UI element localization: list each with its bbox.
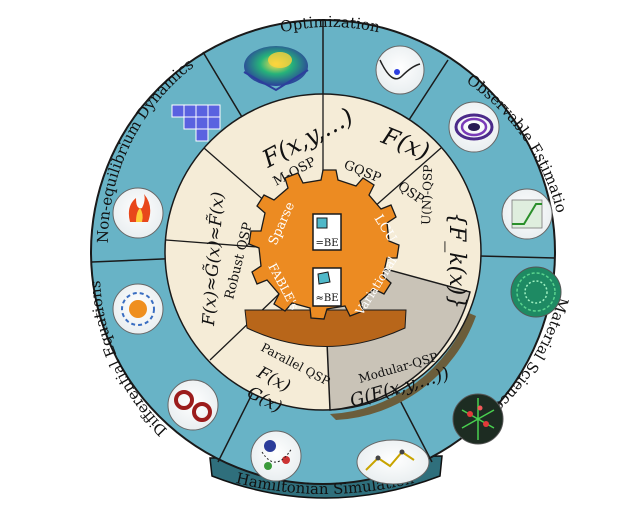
u-n-qsp-formula: {F_k(x)} [444,212,469,309]
observable-plot-icon [501,188,553,240]
differential-flow-icon [112,283,164,335]
material-lattice-icon [510,266,562,318]
u-n-qsp-label: U(N)-QSP [419,164,435,225]
material-crystal-icon [452,393,504,445]
approx-block-encoding-box: ≈BE [312,267,342,307]
exact-block-encoding-label: =BE [315,238,338,249]
hamiltonian-chain-icon [356,439,430,485]
non-equilibrium-flame-icon [112,187,164,239]
differential-vortex-icon [167,379,219,431]
non-equilibrium-grid-icon [171,104,221,142]
label-optimization: Optimization [279,13,382,36]
observable-field-icon [448,101,500,153]
exact-block-encoding-box: =BE [312,213,342,251]
optimization-path-icon [375,45,425,95]
optimization-landscape-icon [243,46,309,92]
hamiltonian-graph-icon [250,430,302,482]
approx-block-encoding-label: ≈BE [315,293,338,304]
